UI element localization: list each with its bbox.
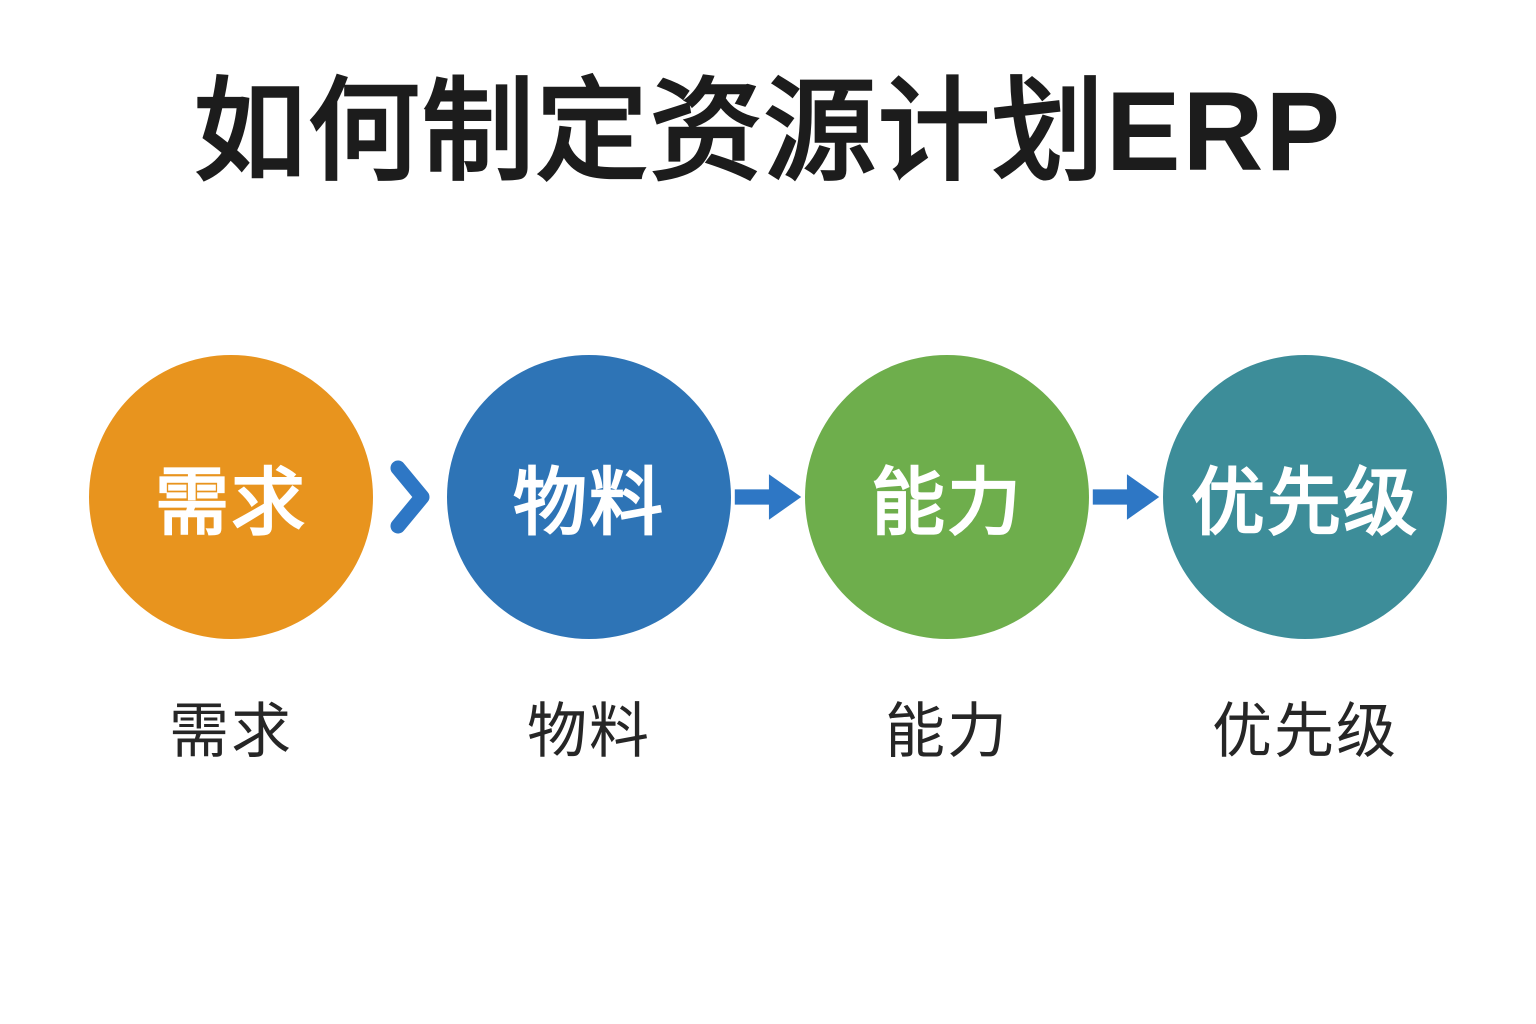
step-capacity: 能力 能力 [805, 354, 1089, 770]
demand-circle: 需求 [89, 354, 373, 639]
priority-caption: 优先级 [1212, 697, 1398, 765]
arrow-right-icon [731, 355, 805, 639]
demand-circle-label: 需求 [155, 461, 307, 545]
capacity-circle: 能力 [805, 354, 1089, 639]
priority-circle-label: 优先级 [1191, 461, 1419, 545]
chevron-right-icon [373, 355, 447, 639]
step-demand: 需求 需求 [89, 354, 373, 770]
capacity-caption: 能力 [885, 697, 1009, 765]
page-title: 如何制定资源计划ERP [193, 69, 1343, 194]
priority-circle: 优先级 [1163, 354, 1447, 639]
capacity-circle-label: 能力 [871, 461, 1023, 545]
arrow-right-icon [1089, 355, 1163, 639]
step-priority: 优先级 优先级 [1163, 354, 1447, 770]
material-circle-label: 物料 [513, 461, 665, 545]
material-circle: 物料 [447, 354, 731, 639]
material-caption: 物料 [527, 697, 651, 765]
step-material: 物料 物料 [447, 354, 731, 770]
process-flow: 需求 需求 物料 物料 能力 [89, 354, 1447, 770]
demand-caption: 需求 [169, 697, 293, 765]
